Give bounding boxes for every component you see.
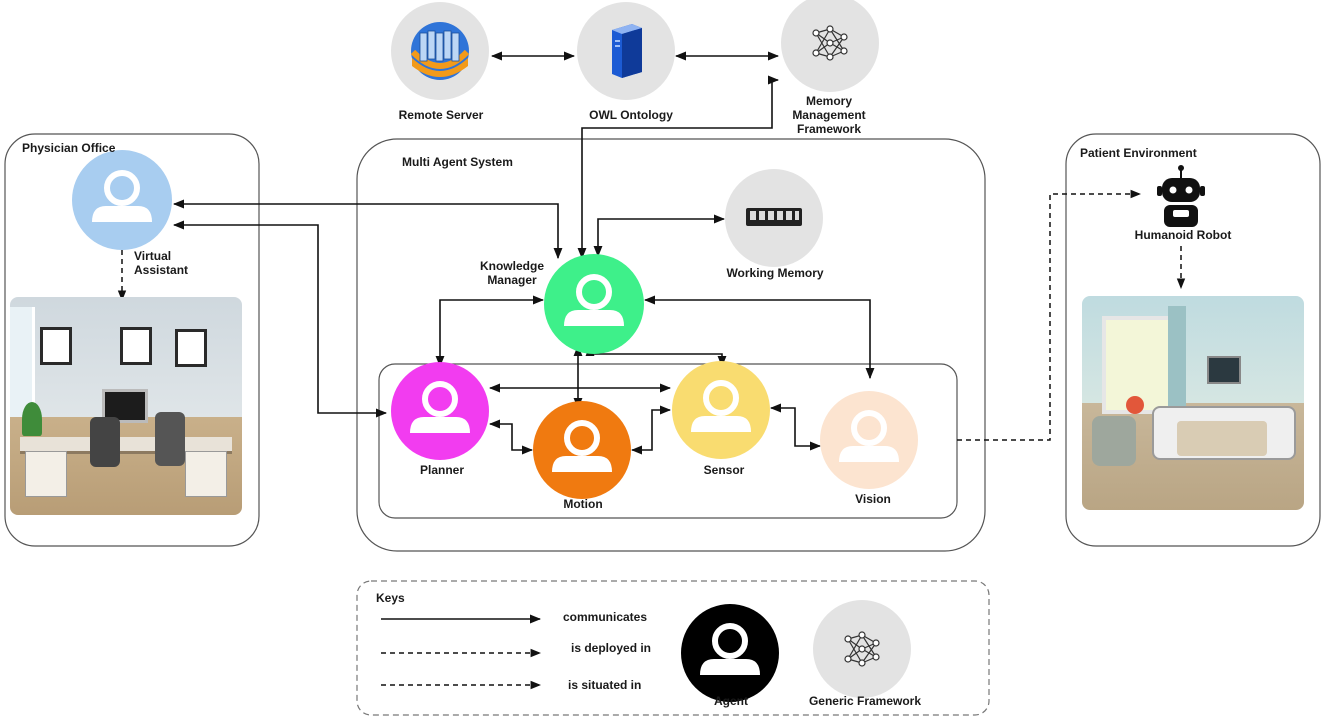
office-chair (155, 412, 185, 466)
agent-vision (820, 391, 918, 489)
server-rack-icon (410, 22, 470, 80)
legend-framework-icon (813, 600, 911, 698)
legend-agent-icon (681, 604, 779, 702)
virtual-assistant-label: Virtual Assistant (134, 249, 189, 277)
motion-label: Motion (563, 497, 603, 511)
office-wall-frames (175, 329, 207, 367)
agent-knowledge-manager (544, 254, 644, 354)
room-monitor (1207, 356, 1241, 384)
arrow-motion-sensor (630, 405, 672, 455)
agent-planner (391, 362, 489, 460)
agent-sensor (672, 361, 770, 459)
arrow-memory-km (577, 75, 780, 260)
legend-container (356, 580, 990, 716)
agent-virtual-assistant (72, 150, 172, 250)
office-plant (22, 402, 42, 436)
room-curtain (1168, 306, 1186, 426)
arrow-mas-robot-deployed (957, 189, 1142, 441)
room-armchair (1092, 416, 1136, 466)
legend (381, 600, 911, 702)
multi-agent-system-title: Multi Agent System (402, 155, 513, 169)
server-tower-icon (612, 24, 642, 78)
office-wall-frames (120, 327, 152, 365)
arrow-sensor-vision (769, 403, 822, 451)
memory-framework-label: Memory Management Framework (792, 94, 866, 136)
physician-office-image (10, 297, 242, 515)
legend-framework-label: Generic Framework (808, 694, 922, 708)
legend-communicates-label: communicates (563, 610, 648, 624)
office-chair (90, 417, 120, 467)
arrow-km-planner (435, 295, 545, 368)
working-memory-node (725, 169, 823, 267)
arrow-km-vision (643, 295, 875, 380)
room-flowers (1126, 396, 1144, 414)
owl-ontology-label: OWL Ontology (589, 108, 673, 122)
office-wall-frames (40, 327, 72, 365)
patient-environment-container (1065, 133, 1321, 547)
remote-server-node (391, 2, 489, 100)
patient-room-image (1082, 296, 1304, 510)
humanoid-robot-icon (1157, 165, 1205, 227)
legend-title: Keys (376, 591, 405, 605)
owl-ontology-node (577, 2, 675, 100)
legend-deployed-label: is deployed in (571, 641, 652, 655)
planner-label: Planner (419, 463, 465, 477)
agent-motion (533, 401, 631, 499)
legend-agent-label: Agent (714, 694, 748, 708)
multi-agent-system-container (356, 138, 986, 552)
bed-blanket (1177, 421, 1267, 456)
arrow-km-working-memory (593, 214, 726, 258)
patient-environment-title: Patient Environment (1080, 146, 1197, 160)
office-window (10, 307, 35, 417)
ram-chip-icon (746, 208, 802, 226)
memory-management-framework-node (781, 0, 879, 92)
working-memory-label: Working Memory (726, 266, 824, 280)
office-drawers (25, 451, 67, 497)
knowledge-manager-label: Knowledge Manager (479, 259, 544, 287)
physician-office-title: Physician Office (22, 141, 116, 155)
arrow-va-planner (172, 220, 388, 418)
arrow-va-km (172, 199, 563, 260)
humanoid-robot-label: Humanoid Robot (1134, 228, 1232, 242)
arrow-planner-motion (488, 419, 534, 455)
remote-server-label: Remote Server (398, 108, 484, 122)
office-drawers (185, 451, 227, 497)
legend-situated-label: is situated in (568, 678, 642, 692)
sensor-label: Sensor (703, 463, 745, 477)
vision-label: Vision (855, 492, 891, 506)
